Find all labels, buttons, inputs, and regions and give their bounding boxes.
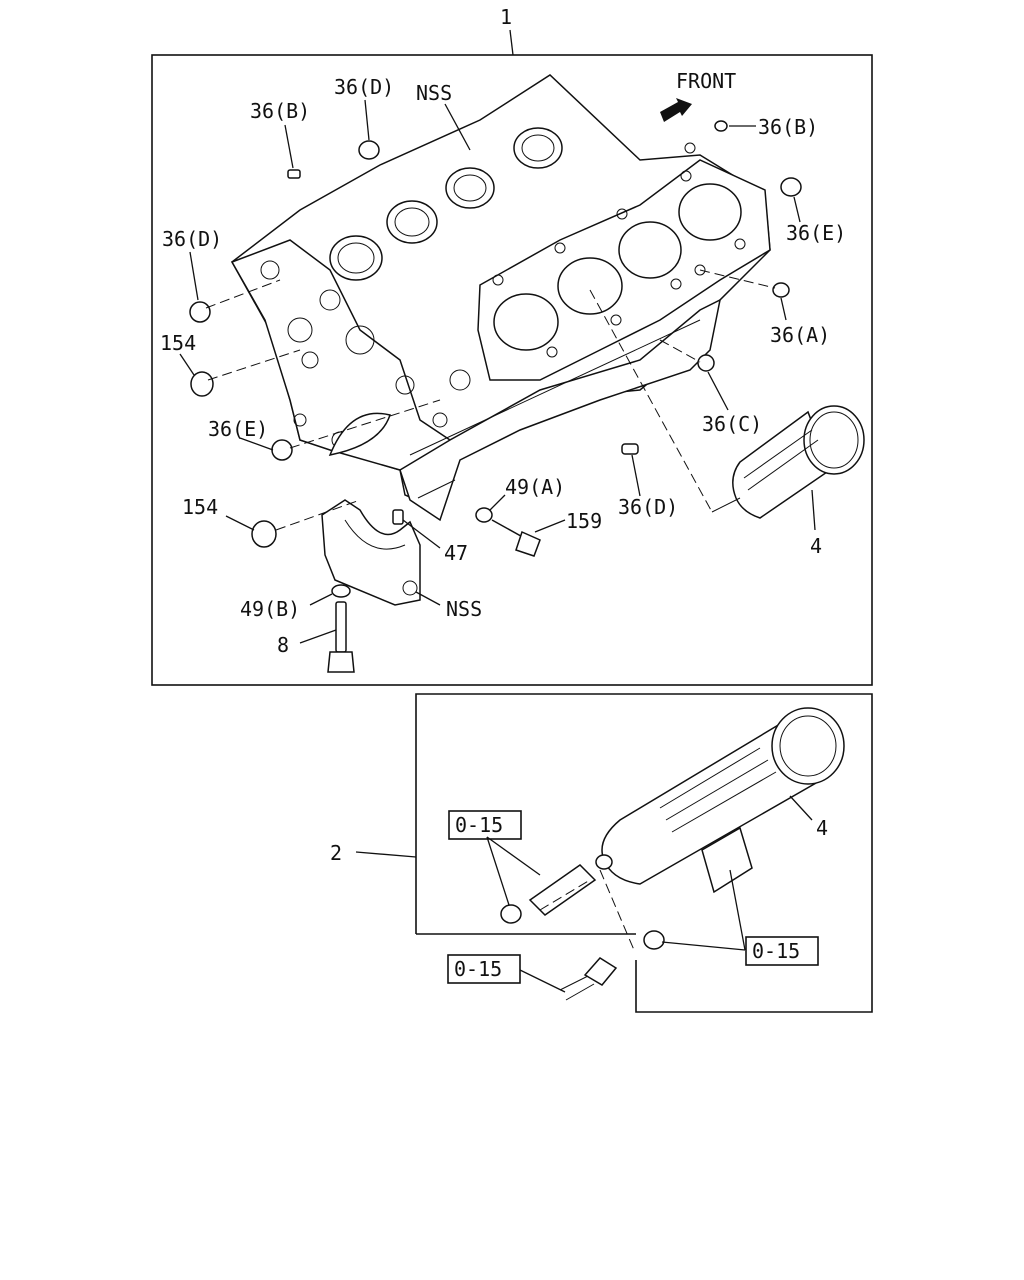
callout-nss-top: NSS xyxy=(416,81,452,105)
callout-154-top: 154 xyxy=(160,331,196,355)
front-face-features xyxy=(260,260,471,457)
callout-1: 1 xyxy=(500,5,512,29)
callout-kit-b: 0-15 xyxy=(752,939,800,963)
bearing-cap-bolt xyxy=(327,584,355,673)
callout-47: 47 xyxy=(444,541,468,565)
cylinder-liner-top xyxy=(732,405,865,519)
callout-36d-top: 36(D) xyxy=(334,75,394,99)
callout-36e-left: 36(E) xyxy=(208,417,268,441)
callout-154-bottom: 154 xyxy=(182,495,218,519)
callout-nss-bottom: NSS xyxy=(446,597,482,621)
callout-36d-left: 36(D) xyxy=(162,227,222,251)
callout-36a: 36(A) xyxy=(770,323,830,347)
leader-lines xyxy=(179,99,816,993)
callout-49a: 49(A) xyxy=(505,475,565,499)
callout-front: FRONT xyxy=(676,69,736,93)
callout-4-bottom: 4 xyxy=(816,816,828,840)
kit-box-b xyxy=(745,936,819,966)
callout-36e-right: 36(E) xyxy=(786,221,846,245)
sub-frame xyxy=(415,693,873,1013)
callout-36b-right: 36(B) xyxy=(758,115,818,139)
main-bearing-cap xyxy=(321,499,421,606)
callout-49b: 49(B) xyxy=(240,597,300,621)
kit-box-a xyxy=(448,810,522,840)
left-bank-bores xyxy=(329,127,563,281)
callout-8: 8 xyxy=(277,633,289,657)
cylinder-block xyxy=(230,74,771,522)
callout-159: 159 xyxy=(566,509,602,533)
callout-2: 2 xyxy=(330,841,342,865)
callout-36b-top: 36(B) xyxy=(250,99,310,123)
right-bank-bores xyxy=(492,142,746,358)
callout-36d-bottom: 36(D) xyxy=(618,495,678,519)
cylinder-liner-bottom xyxy=(601,707,845,894)
main-frame xyxy=(151,54,873,686)
callout-36c: 36(C) xyxy=(702,412,762,436)
callout-4-top: 4 xyxy=(810,534,822,558)
front-arrow-icon xyxy=(660,98,692,122)
callout-kit-c: 0-15 xyxy=(454,957,502,981)
kit-box-c xyxy=(447,954,521,984)
callout-kit-a: 0-15 xyxy=(455,813,503,837)
small-parts xyxy=(189,120,802,557)
